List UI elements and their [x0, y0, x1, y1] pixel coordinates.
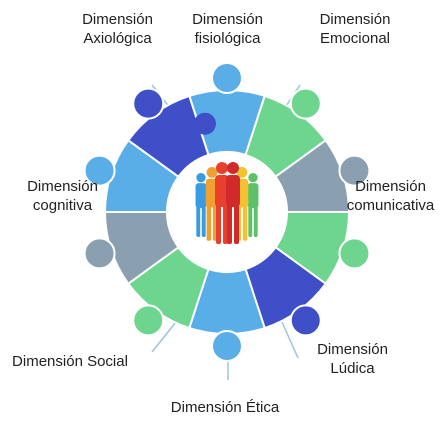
person-figure [195, 173, 207, 237]
connector-line [281, 321, 299, 359]
puzzle-tab [211, 330, 243, 362]
puzzle-tab [289, 304, 322, 337]
puzzle-piece [126, 94, 210, 179]
puzzle-tab [132, 87, 165, 120]
puzzle-tab [289, 87, 322, 120]
puzzle-tab [338, 154, 371, 187]
puzzle-tab [338, 237, 371, 270]
puzzle-tab [132, 304, 165, 337]
person-figure [247, 173, 259, 237]
person-figure [226, 162, 240, 244]
puzzle-tab [83, 237, 116, 270]
label-social: Dimensión Social [12, 353, 128, 370]
puzzle-tab [83, 154, 116, 187]
connector-line [151, 321, 177, 353]
puzzle-tab [211, 62, 243, 94]
label-etica: Dimensión Ética [170, 399, 280, 416]
puzzle-side-tab [193, 112, 216, 135]
person-figure [215, 162, 229, 244]
people-group-icon [195, 162, 259, 244]
puzzle-ring [83, 62, 371, 362]
